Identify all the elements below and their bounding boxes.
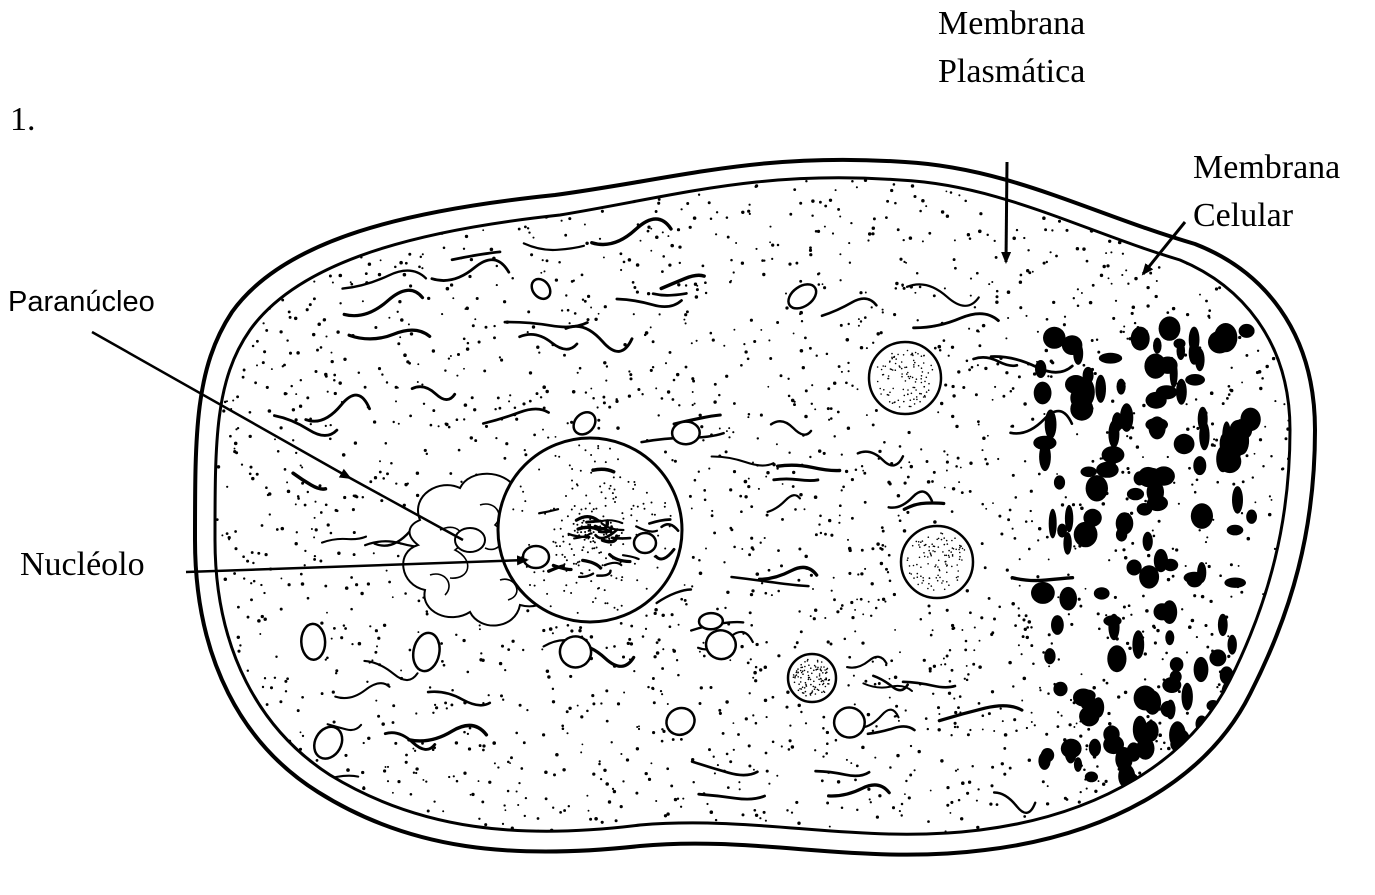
label-membrana-plasmatica: Membrana Plasmática bbox=[938, 0, 1085, 96]
nucleus bbox=[498, 438, 682, 622]
vacuoles bbox=[788, 342, 973, 702]
label-nucleolo: Nucléolo bbox=[20, 541, 145, 589]
label-membrana-celular: Membrana Celular bbox=[1193, 144, 1340, 240]
label-membrana-plasmatica-line2: Plasmática bbox=[938, 48, 1085, 96]
label-membrana-celular-line2: Celular bbox=[1193, 192, 1340, 240]
label-membrana-plasmatica-line1: Membrana bbox=[938, 0, 1085, 48]
figure-number: 1. bbox=[10, 96, 36, 144]
nucleolus bbox=[523, 546, 549, 568]
paranucleo-pointer bbox=[92, 332, 350, 478]
membrana-plasmatica-pointer bbox=[1006, 162, 1007, 262]
cytoplasm-stipple bbox=[214, 178, 1296, 841]
label-membrana-celular-line1: Membrana bbox=[1193, 144, 1340, 192]
label-paranucleo: Paranúcleo bbox=[8, 278, 155, 326]
dark-granules bbox=[1031, 316, 1261, 788]
